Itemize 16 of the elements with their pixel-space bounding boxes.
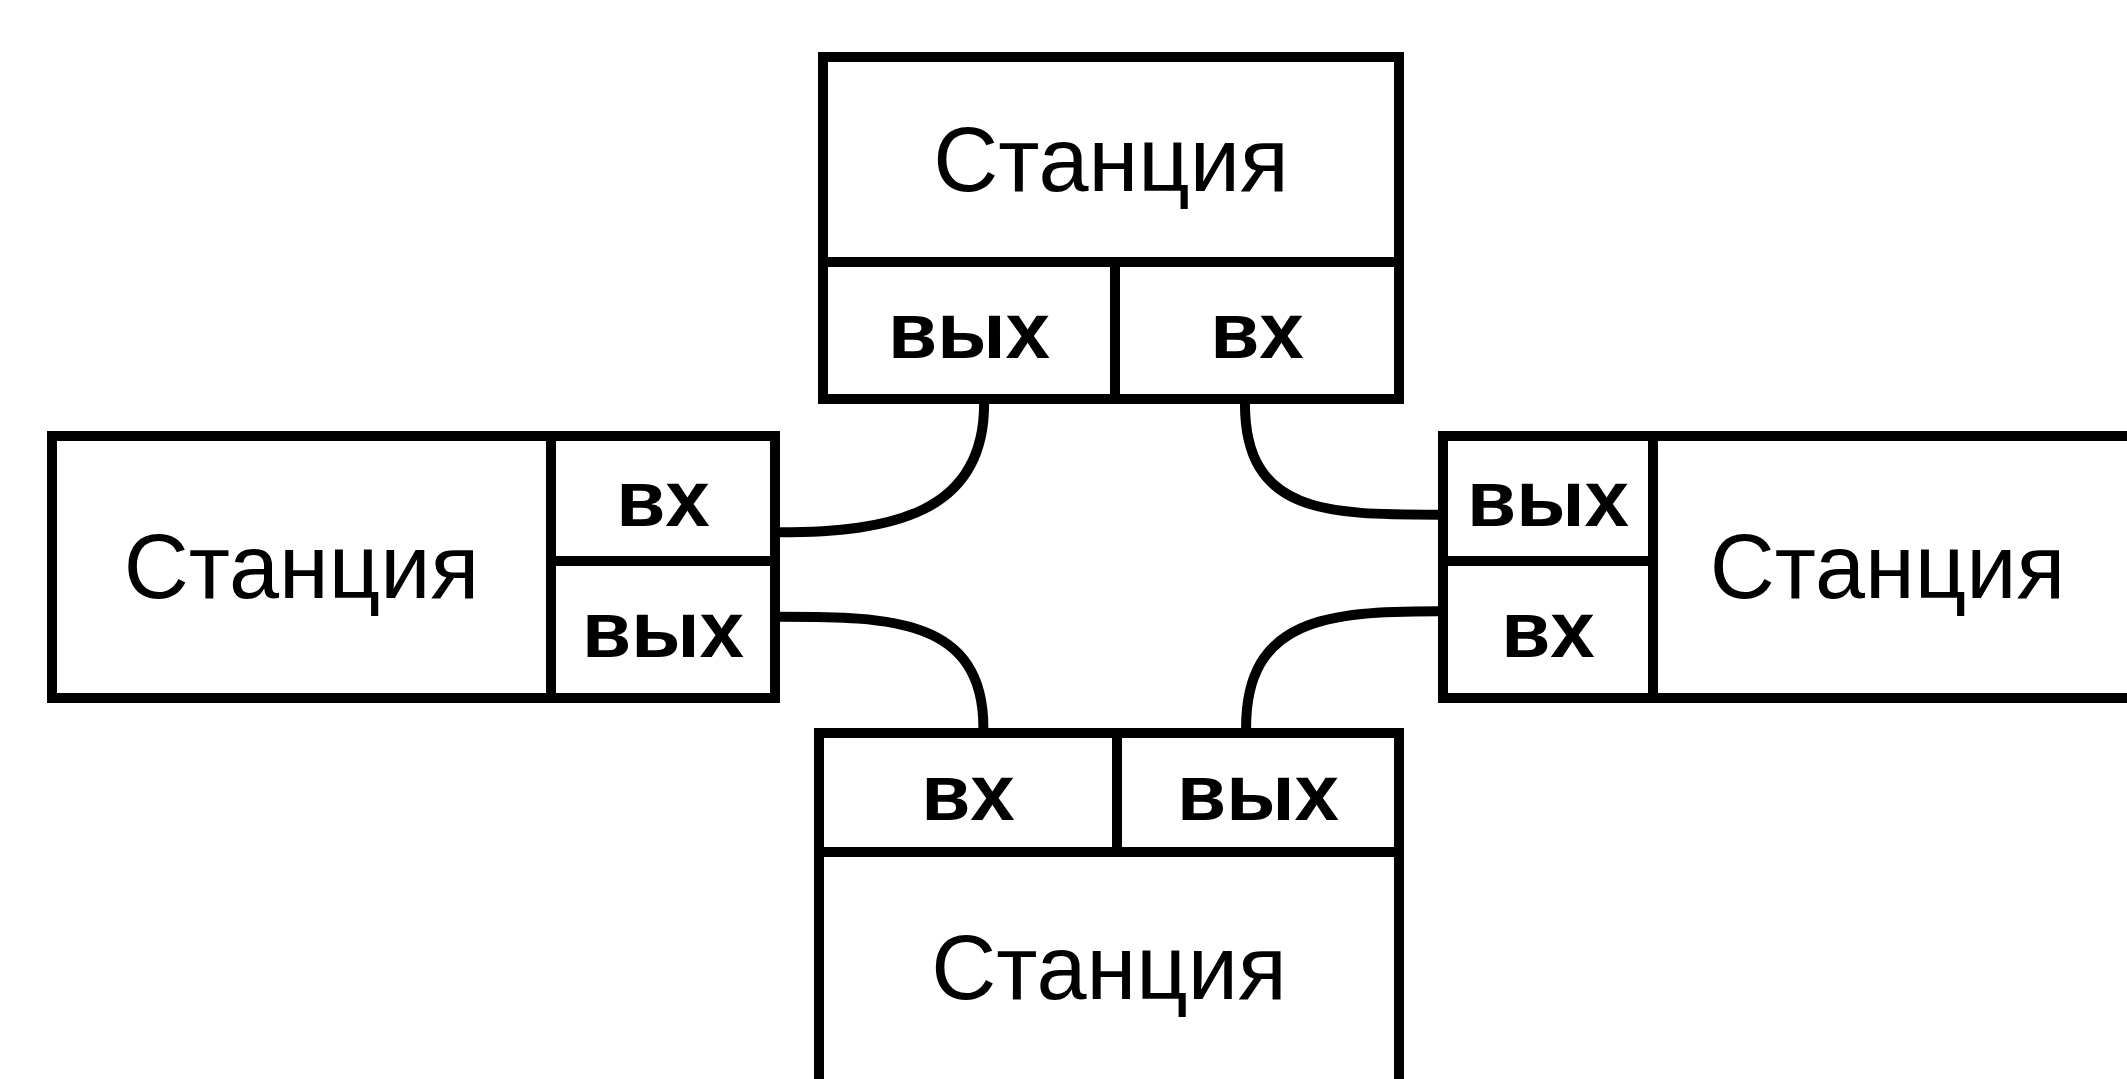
connector-line [1239, 403, 1438, 520]
connector-line [779, 403, 990, 538]
connector-line [1241, 606, 1439, 729]
port-label: вых [1177, 752, 1339, 833]
port-label: вых [582, 589, 744, 670]
port-label: вх [1501, 589, 1595, 670]
station-box [1438, 431, 2127, 703]
port-label: вых [1467, 458, 1629, 539]
port-label: вх [616, 458, 710, 539]
port-label: вх [921, 752, 1015, 833]
port-label: вх [1210, 290, 1304, 371]
station-box [818, 52, 1404, 404]
connector-line [780, 611, 989, 729]
port-label: вых [888, 290, 1050, 371]
station-box [814, 728, 1404, 1079]
station-box [47, 431, 780, 703]
